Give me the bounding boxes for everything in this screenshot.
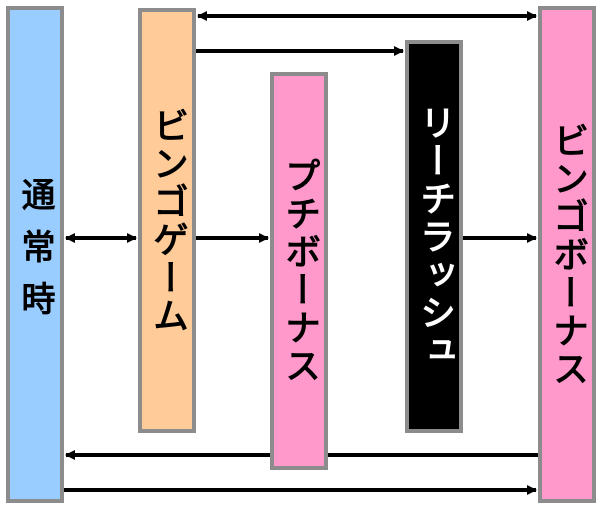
node-normal-label: 通常時 xyxy=(15,176,55,333)
node-petit-bonus-label: プチボーナス xyxy=(279,157,320,385)
node-bingo-bonus: ビンゴボーナス xyxy=(538,6,596,503)
node-bingo-game-label: ビンゴゲーム xyxy=(147,106,188,335)
node-bingo-bonus-label: ビンゴボーナス xyxy=(547,121,588,388)
node-petit-bonus: プチボーナス xyxy=(270,72,328,470)
node-reach-rush-label: リーチラッシュ xyxy=(414,103,455,370)
node-bingo-game: ビンゴゲーム xyxy=(138,8,196,433)
node-reach-rush: リーチラッシュ xyxy=(405,40,463,433)
node-normal: 通常時 xyxy=(6,6,64,503)
